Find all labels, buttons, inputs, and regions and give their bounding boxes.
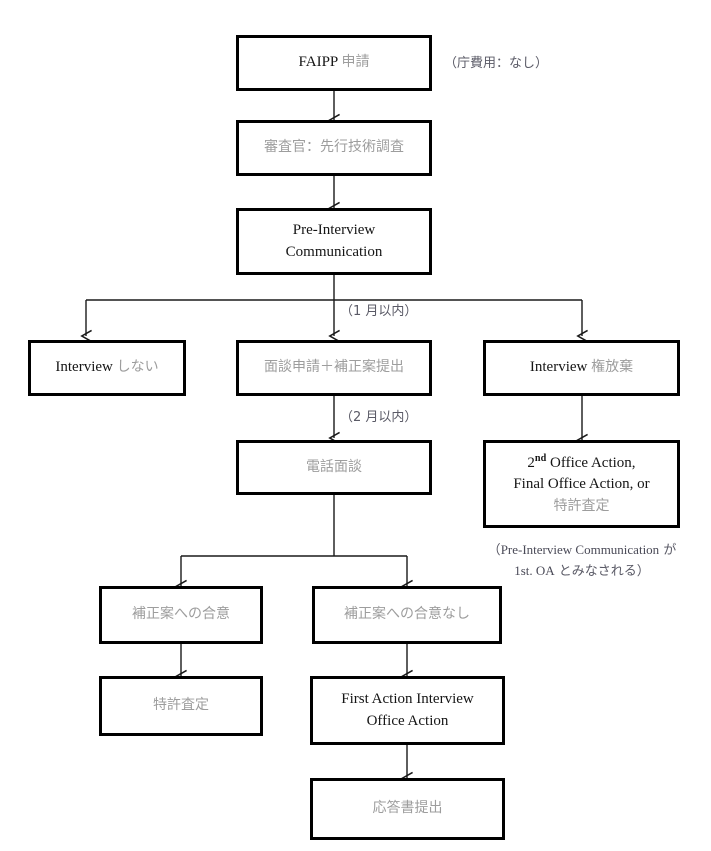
node-secondoa-line1: 2nd Office Action, (527, 452, 635, 475)
node-amendment-agreed[interactable]: 補正案への合意 (99, 586, 263, 644)
node-preinterview-line2: Communication (285, 243, 383, 260)
note-open-paren: （ (487, 543, 501, 558)
note-pre-interview-communication: Pre-Interview Communication (500, 542, 660, 557)
node-preinterview-line1: Pre-Interview (292, 221, 376, 238)
note-ga: が (659, 543, 677, 558)
node-allowance[interactable]: 特許査定 (99, 676, 263, 736)
node-waive-jp: 権放棄 (591, 359, 634, 376)
annotation-within-2-months: （2 月以内） (340, 410, 418, 425)
node-no-interview[interactable]: Interview しない (28, 340, 186, 396)
annotation-pre-interview-counts-as-first-oa: （Pre-Interview Communication が 1st. OA と… (470, 540, 694, 582)
node-phone-interview[interactable]: 電話面談 (236, 440, 432, 495)
annotation-fee-note: （庁費用：なし） (444, 56, 549, 71)
node-waive-interview-right[interactable]: Interview 権放棄 (483, 340, 680, 396)
node-no-interview-jp: しない (116, 359, 159, 376)
node-amendment-not-agreed-jp: 補正案への合意なし (344, 606, 470, 623)
node-secondoa-line2: Final Office Action, or (513, 476, 650, 493)
node-faipp-jp: 申請 (341, 54, 370, 71)
node-secondoa-ordinal-suffix: nd (534, 452, 547, 464)
node-examiner-jp: 審査官：先行技術調査 (264, 139, 404, 156)
node-waive-latin: Interview (529, 359, 588, 376)
node-phone-interview-jp: 電話面談 (306, 458, 362, 475)
node-secondoa-line1-rest: Office Action, (546, 454, 636, 471)
node-allowance-jp: 特許査定 (153, 697, 209, 714)
node-interview-request-jp: 面談申請＋補正案提出 (264, 359, 404, 376)
annotation-within-1-month: （1 月以内） (340, 304, 418, 319)
note-first-oa: 1st. OA (514, 563, 555, 579)
node-secondoa-line3-jp: 特許査定 (553, 498, 610, 515)
node-amendment-agreed-jp: 補正案への合意 (132, 606, 230, 623)
node-examiner-prior-art-search[interactable]: 審査官：先行技術調査 (236, 120, 432, 176)
node-amendment-not-agreed[interactable]: 補正案への合意なし (312, 586, 502, 644)
node-interview-request-and-amendment[interactable]: 面談申請＋補正案提出 (236, 340, 432, 396)
node-faioa-line1: First Action Interview (341, 690, 474, 707)
node-faipp-application[interactable]: FAIPP 申請 (236, 35, 432, 91)
node-secondoa-ordinal-num: 2 (527, 454, 535, 471)
node-no-interview-latin: Interview (55, 359, 113, 376)
node-response-filed-jp: 応答書提出 (372, 800, 443, 817)
node-faipp-latin: FAIPP (298, 54, 338, 71)
node-first-action-interview-office-action[interactable]: First Action Interview Office Action (310, 676, 505, 745)
node-pre-interview-communication[interactable]: Pre-Interview Communication (236, 208, 432, 275)
node-faioa-line2: Office Action (366, 712, 449, 729)
node-response-filed[interactable]: 応答書提出 (310, 778, 505, 840)
node-second-office-action[interactable]: 2nd Office Action, Final Office Action, … (483, 440, 680, 528)
note-deemed: とみなされる） (554, 564, 650, 580)
